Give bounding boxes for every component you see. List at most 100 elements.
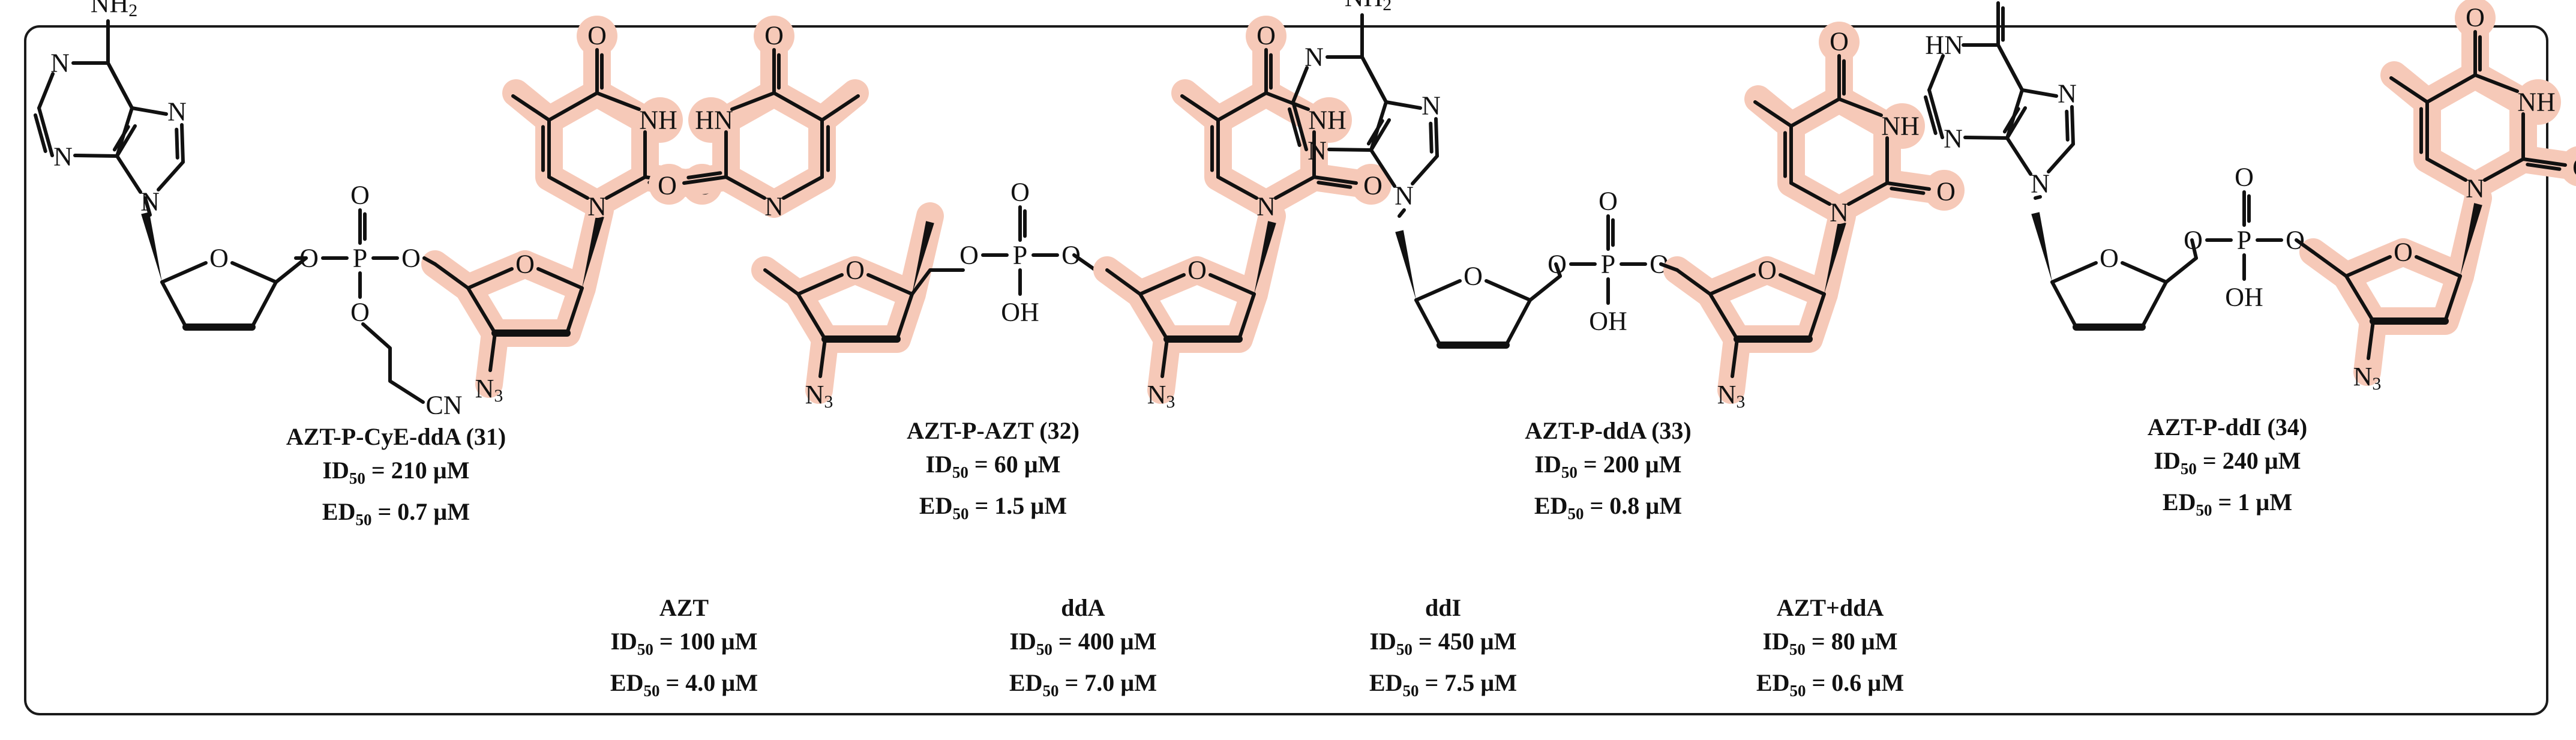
bond xyxy=(433,262,470,290)
bond xyxy=(1312,175,1358,185)
bond xyxy=(1369,118,1391,152)
wedge-bond xyxy=(912,221,934,294)
bond xyxy=(2005,106,2027,140)
ed50-line: ED50 = 0.8 µM xyxy=(1525,489,1691,531)
bond xyxy=(1105,268,1142,296)
compound-caption-33: AZT-P-ddA (33) ID50 = 200 µM ED50 = 0.8 … xyxy=(1525,414,1691,531)
thymine-o2: O xyxy=(1936,177,1956,206)
highlight-blob xyxy=(1306,97,1352,143)
id50-line: ID50 = 400 µM xyxy=(1009,625,1157,666)
ring-oxygen: O xyxy=(845,256,865,285)
hydroxyl: OH xyxy=(1001,298,1039,327)
ed50-subscript: 50 xyxy=(355,511,372,529)
purine-n1: N xyxy=(1305,43,1324,72)
ed50-label: ED xyxy=(1369,669,1403,696)
bond xyxy=(1411,154,1439,185)
bond xyxy=(2344,274,2375,323)
bond xyxy=(1429,121,1434,154)
phosphorus: P xyxy=(1013,241,1027,270)
reference-name: AZT+ddA xyxy=(1776,594,1884,621)
bond xyxy=(2020,88,2058,98)
id50-subscript: 50 xyxy=(349,469,365,487)
thymine-o2: O xyxy=(658,171,677,200)
thymine-n1: N xyxy=(587,192,607,221)
bond xyxy=(1753,100,1793,128)
highlight-blob xyxy=(637,97,683,143)
ed50-value: = 0.7 µM xyxy=(371,498,470,525)
bond xyxy=(605,175,647,200)
bond xyxy=(1138,273,1186,296)
hydroxyl: OH xyxy=(2225,283,2263,312)
bond xyxy=(2521,157,2567,167)
id50-label: ID xyxy=(2154,447,2181,474)
bond xyxy=(2295,238,2315,254)
bond xyxy=(1291,100,1308,151)
id50-line: ID50 = 100 µM xyxy=(610,625,758,666)
azido-group: N3 xyxy=(1717,380,1746,412)
bond xyxy=(1434,117,1439,158)
ring-oxygen: O xyxy=(1187,256,1207,285)
ed50-label: ED xyxy=(1534,492,1568,519)
ed50-subscript: 50 xyxy=(1402,682,1419,700)
id50-line: ID50 = 200 µM xyxy=(1525,448,1691,489)
bond xyxy=(2425,157,2467,182)
highlight-blob xyxy=(1819,22,1860,62)
bond xyxy=(712,79,836,218)
wedge-bond xyxy=(2460,203,2482,276)
id50-value: = 450 µM xyxy=(1412,628,1517,655)
bond xyxy=(1360,55,1388,104)
phosphoryl-oxygen: O xyxy=(2235,163,2254,192)
purine-n3: N xyxy=(1944,124,1963,154)
reference-name: AZT xyxy=(659,594,709,621)
id50-subscript: 50 xyxy=(1561,463,1578,481)
highlight-blob xyxy=(1351,164,1392,205)
thymine-o4: O xyxy=(587,21,607,50)
bond xyxy=(160,280,188,329)
id50-value: = 80 µM xyxy=(1805,628,1898,655)
bond xyxy=(2473,73,2519,93)
phosphoryl-oxygen: O xyxy=(1599,187,1618,216)
compound-name: AZT-P-AZT (32) xyxy=(907,417,1079,444)
bond xyxy=(595,91,641,111)
bond xyxy=(2050,261,2098,284)
nitrile: CN xyxy=(425,391,462,420)
thymine-o4: O xyxy=(764,21,784,50)
highlight-blob xyxy=(754,16,794,56)
azido-group: N3 xyxy=(475,374,503,406)
bond xyxy=(1366,119,1384,146)
bond xyxy=(2002,107,2020,134)
reference-name: ddI xyxy=(1425,594,1462,621)
ed50-label: ED xyxy=(1756,669,1790,696)
ed50-subscript: 50 xyxy=(1789,682,1806,700)
bond xyxy=(2526,163,2562,171)
id50-value: = 60 µM xyxy=(968,451,1061,478)
ed50-label: ED xyxy=(1009,669,1043,696)
id50-subscript: 50 xyxy=(2180,460,2197,478)
phosphorus: P xyxy=(1601,250,1615,279)
bond xyxy=(1777,85,1901,224)
bond xyxy=(535,79,659,218)
molecule-azt-p-dda: NNNNNH2OOPOOOHON3NNHOO xyxy=(1287,0,1965,412)
reference-caption-azt: AZT ID50 = 100 µM ED50 = 4.0 µM xyxy=(610,591,758,708)
purine-n9: N xyxy=(1395,181,1414,211)
bond xyxy=(115,154,142,194)
ed50-value: = 7.0 µM xyxy=(1058,669,1157,696)
ester-oxygen: O xyxy=(959,241,979,270)
thymine-o4: O xyxy=(2466,3,2485,32)
id50-subscript: 50 xyxy=(637,640,653,658)
ed50-value: = 7.5 µM xyxy=(1419,669,1518,696)
bond xyxy=(466,286,497,335)
thymine-n3h: HN xyxy=(695,106,733,135)
ed50-label: ED xyxy=(2162,489,2196,516)
bond xyxy=(115,124,137,158)
id50-subscript: 50 xyxy=(952,463,968,481)
bond xyxy=(1287,107,1302,147)
bond xyxy=(2311,250,2348,278)
ed50-subscript: 50 xyxy=(1567,505,1584,523)
ring-oxygen: O xyxy=(2100,244,2119,273)
bond xyxy=(1274,175,1316,200)
bond xyxy=(1847,181,1889,206)
bond xyxy=(1369,148,1396,188)
bond xyxy=(2483,157,2525,182)
id50-label: ID xyxy=(1009,628,1036,655)
